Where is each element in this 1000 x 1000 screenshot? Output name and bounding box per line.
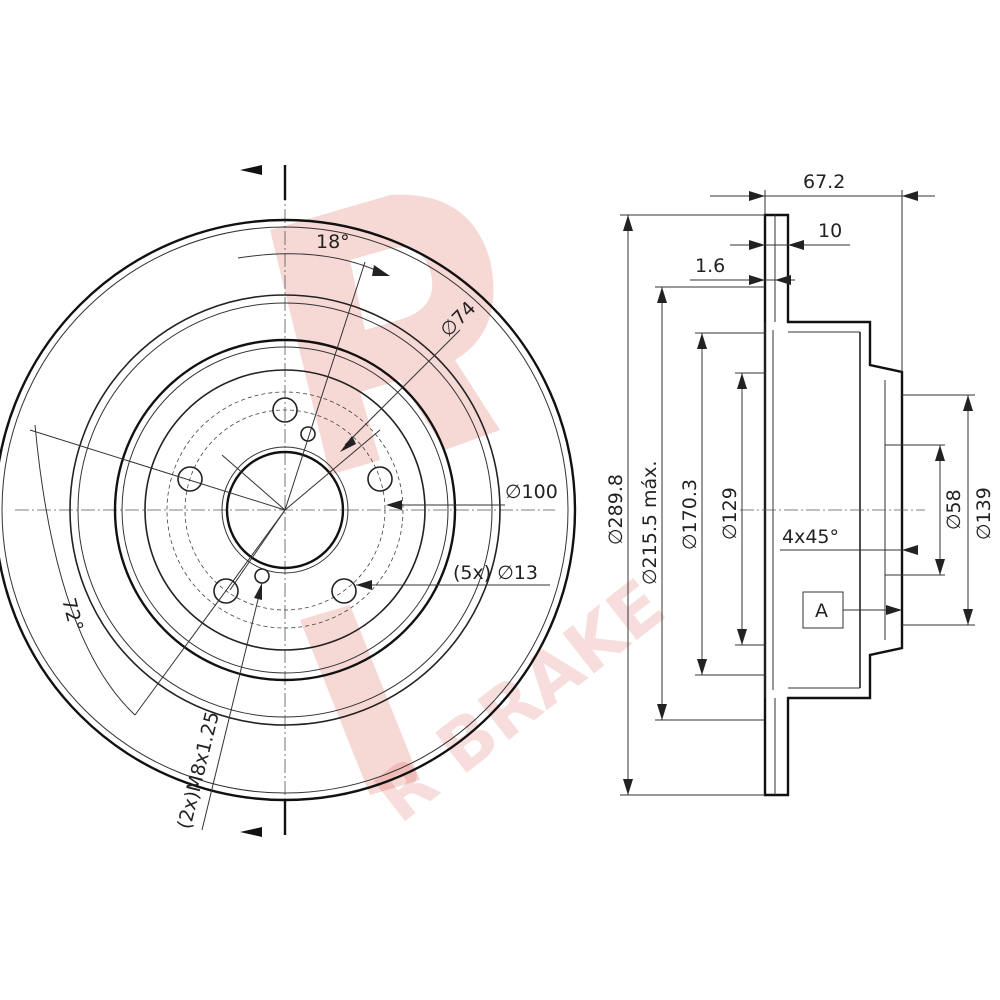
watermark-text: R BRAKE [360,563,680,838]
dim-1-6-arrow-right [775,275,791,285]
dia13-arrowhead [356,580,372,590]
dim-1-6-label: 1.6 [695,255,725,277]
m8-arrowhead [254,583,262,600]
dia100-arrowhead [386,500,402,510]
pcd-circle-2 [166,391,404,629]
dim-67-label: 67.2 [803,171,845,193]
datum-label: A [815,600,828,622]
dim-58-arrow-top [935,445,945,461]
threaded-hole [300,426,316,442]
datum-arrowhead [886,605,902,615]
bolt-hole [177,466,203,492]
disc-outer-chamfer [1,226,569,794]
disc-outer-edge [0,218,577,802]
dim-67-arrow-right [902,191,918,201]
dim-58-label: ∅58 [943,489,965,530]
bolt-hole [213,578,239,604]
dim-10-label: 10 [818,220,842,242]
side-view: 67.2 10 1.6 ∅289.8 ∅215.5 máx. ∅170.3 [605,171,995,797]
dia100-label: ∅100 [505,481,558,503]
dim-289-label: ∅289.8 [605,474,627,545]
angle-72-label: 72° [57,596,87,634]
dim-129-arrow-bottom [737,629,747,645]
threaded-hole [254,568,270,584]
dim-58-arrow-bottom [935,559,945,575]
bolt-hole [367,466,393,492]
dim-289-arrow-bottom [623,779,633,795]
angle-72-ray-b [134,509,286,716]
chamfer-label: 4x45° [782,526,839,548]
angle-72-ray-a [29,429,286,511]
dim-10-arrow-left [749,240,765,250]
bolt-hole [331,578,357,604]
angle-18-ray [284,261,366,511]
radial-line [221,454,286,511]
watermark-r-logo [270,194,500,475]
dim-129-label: ∅129 [719,487,741,540]
dim-129-arrow-top [737,373,747,389]
dim-215-arrow-top [657,287,667,303]
dim-289-arrow-top [623,215,633,231]
radial-line [284,429,381,511]
bolt-hole [272,397,298,423]
chamfer-arrowhead [902,545,918,555]
bolt-holes [177,397,393,604]
dim-170-label: ∅170.3 [679,479,701,550]
dim-170-arrow-bottom [697,659,707,675]
dia74-leader [344,329,461,446]
radial-line [229,509,286,591]
dia13-label: (5x) ∅13 [453,562,538,584]
hub-bore [225,450,345,570]
dim-139-arrow-bottom [963,609,973,625]
dim-215-arrow-bottom [657,704,667,720]
dim-10-arrow-right [788,240,804,250]
dim-139-label: ∅139 [973,487,995,540]
hat-outer [113,338,457,682]
friction-ring-inner [69,294,501,726]
dim-67-arrow-left [749,191,765,201]
dia74-arrowhead [340,436,356,452]
pcd-circle [184,409,386,611]
friction-ring-inner-2 [77,302,493,718]
m8-leader [201,582,263,831]
angle-72-arc [34,424,136,716]
dim-170-arrow-top [697,333,707,349]
hub-bore-chamfer [221,446,349,574]
dim-1-6-arrow-left [749,275,765,285]
watermark-r-stroke [300,605,420,795]
dim-215-label: ∅215.5 máx. [639,461,661,585]
angle-18-arrowhead [372,265,390,276]
dim-139-arrow-top [963,395,973,411]
angle-18-label: 18° [316,231,350,253]
section-arrow-head-top [240,165,262,175]
hat-outer-2 [121,346,449,674]
section-arrow-head-bottom [240,827,262,837]
angle-18-arc [237,253,381,273]
disc-section-profile [763,213,904,797]
hat-face [144,369,426,651]
